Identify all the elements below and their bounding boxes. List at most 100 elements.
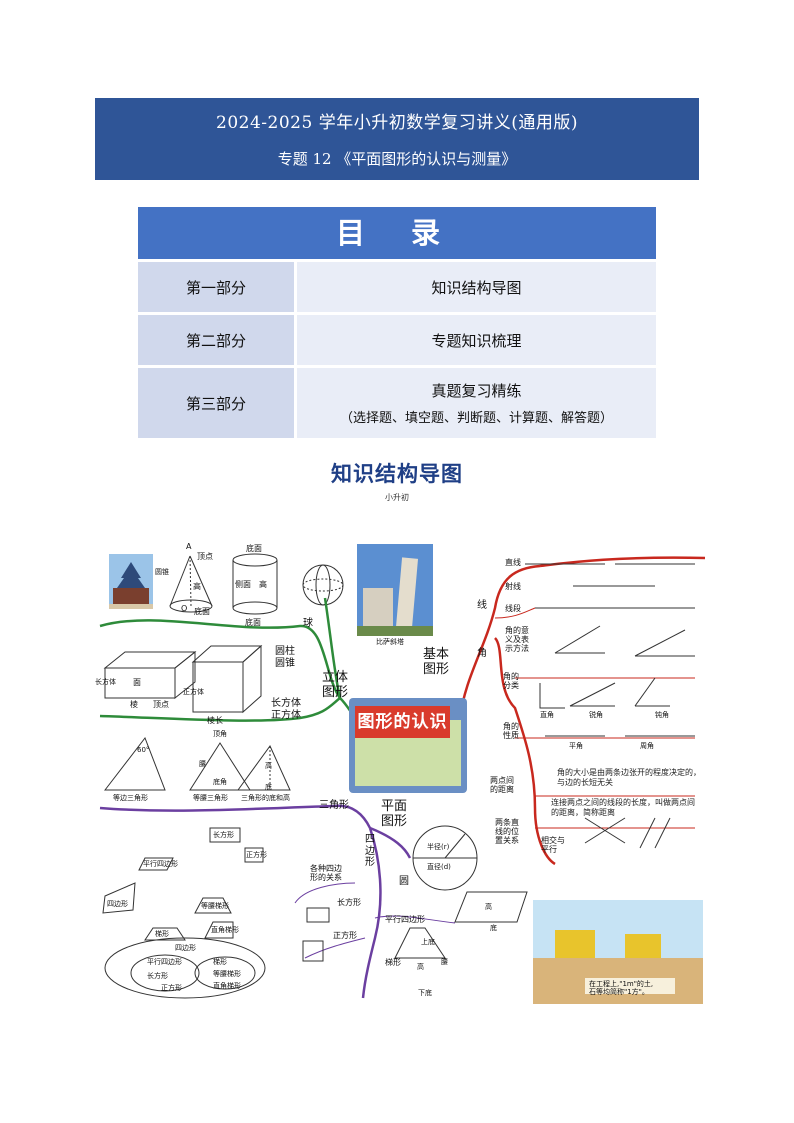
label-square: 正方形 [333, 931, 357, 940]
tri-base-angle: 底角 [213, 778, 227, 786]
rel-right-trap: 直角梯形 [211, 926, 239, 934]
quad-shapes [302, 891, 528, 962]
cone-a: A [186, 542, 192, 551]
cube-name: 正方体 [183, 688, 204, 696]
section-logo: 知识结构导图 小升初 [328, 458, 466, 506]
cuboid-name: 长方体 [95, 678, 116, 686]
table-of-contents: 目 录 第一部分 知识结构导图 第二部分 专题知识梳理 第三部分 真题复习精练 … [138, 207, 656, 438]
label-position: 两条直 线的位 置关系 [495, 818, 519, 846]
angle-figures [539, 625, 695, 849]
position-item: 相交与 平行 [541, 836, 565, 855]
venn-inner: 平行四边形 [147, 958, 182, 966]
trap-bottom: 下底 [418, 989, 432, 997]
toc-heading: 目 录 [138, 207, 656, 259]
toc-row: 第二部分 专题知识梳理 [138, 315, 656, 365]
rel-quad: 四边形 [107, 900, 128, 908]
cuboid-figure [103, 650, 197, 700]
cartoon-picture [533, 900, 703, 1004]
venn-item: 等腰梯形 [213, 970, 241, 978]
label-distance: 两点间 的距离 [490, 776, 514, 795]
plane-sub-lines [294, 882, 456, 959]
angle-type: 平角 [569, 742, 583, 750]
trap-top: 上底 [421, 938, 435, 946]
label-circle: 圆 [399, 876, 409, 887]
line-item: 射线 [505, 582, 521, 591]
label-trapezoid: 梯形 [385, 958, 401, 967]
temple-photo [109, 554, 153, 609]
circle-figure [412, 825, 478, 891]
basic-sub-lines [494, 607, 695, 829]
cone-height: 高 [193, 582, 201, 591]
cuboid-edge: 棱 [130, 700, 138, 709]
rel-iso-trap: 等腰梯形 [201, 902, 229, 910]
document-subtitle: 专题 12 《平面图形的认识与测量》 [277, 150, 517, 168]
logo-title: 知识结构导图 [331, 462, 463, 486]
toc-content: 真题复习精练 （选择题、填空题、判断题、计算题、解答题） [297, 368, 656, 438]
line-figures [525, 563, 695, 609]
label-cuboid-cube: 长方体 正方体 [271, 698, 301, 721]
tri-type: 等腰三角形 [193, 794, 228, 802]
rel-para: 平行四边形 [143, 860, 178, 868]
branch-basic-text: 基本 图形 [423, 647, 450, 677]
triangle-figures [103, 736, 291, 791]
label-angle: 角 [477, 648, 487, 659]
para-height: 高 [485, 903, 492, 911]
label-rect: 长方形 [337, 898, 361, 907]
toc-part: 第一部分 [138, 262, 294, 312]
tower-photo [357, 544, 433, 636]
cylinder-base: 底面 [245, 618, 261, 627]
angle-item: 角的 性质 [503, 722, 519, 741]
tri-vertex: 顶角 [213, 730, 227, 738]
tri-degree: 60° [137, 746, 150, 754]
toc-content-text: 真题复习精练 [431, 382, 522, 400]
angle-type: 直角 [540, 711, 554, 719]
label-cylinder-cone: 圆柱 圆锥 [275, 646, 295, 669]
toc-content-text: 专题知识梳理 [431, 331, 522, 350]
sphere-figure [302, 564, 344, 606]
photo-caption: 比萨斜塔 [376, 638, 404, 646]
angle-item: 角的意 义及表 示方法 [505, 626, 529, 654]
toc-content-text: 知识结构导图 [431, 278, 522, 297]
cone-vertex: 顶点 [197, 552, 213, 561]
temple-label: 圆锥 [155, 568, 169, 576]
rel-trap: 梯形 [155, 930, 169, 938]
angle-item: 角的 分类 [503, 672, 519, 691]
cuboid-face: 面 [133, 678, 141, 687]
branch-plane-text: 平面 图形 [381, 799, 408, 829]
center-topic: 图形的认识 [355, 706, 450, 738]
venn-item: 长方形 [147, 972, 168, 980]
para-base: 底 [490, 924, 497, 932]
basic-branch-lines [458, 556, 706, 866]
plane-branch-lines [99, 804, 412, 999]
mind-map: 图形的认识 立体 图形 基本 图形 平面 图形 圆柱 圆锥 长方体 正方体 球 … [95, 538, 710, 1008]
cube-figure [191, 644, 263, 714]
label-triangle: 三角形 [319, 800, 349, 811]
rel-rect: 长方形 [213, 831, 234, 839]
cuboid-vertex: 顶点 [153, 700, 169, 709]
rel-square: 正方形 [246, 851, 267, 859]
branch-solid: 立体 图形 [322, 670, 349, 701]
toc-content-subtext: （选择题、填空题、判断题、计算题、解答题） [339, 411, 613, 426]
circle-radius: 半径(r) [427, 843, 450, 851]
tri-height: 高 [265, 762, 272, 770]
cone-base: 底面 [194, 607, 210, 616]
cube-edge: 棱长 [207, 716, 223, 725]
cylinder-height: 高 [259, 580, 267, 589]
center-topic-card: 图形的认识 [349, 698, 467, 793]
tri-type: 等边三角形 [113, 794, 148, 802]
tri-type: 三角形的底和高 [241, 794, 290, 802]
cylinder-figure [232, 553, 278, 615]
venn-inner: 梯形 [213, 958, 227, 966]
branch-solid-text: 立体 图形 [322, 670, 349, 700]
logo-tagline: 小升初 [385, 493, 409, 502]
circle-diameter: 直径(d) [427, 863, 451, 871]
cartoon-caption: 在工程上,"1m"的土, 石等均简称"1方"。 [589, 980, 654, 997]
cylinder-side: 侧面 [235, 580, 251, 589]
venn-item: 直角梯形 [213, 982, 241, 990]
tri-waist: 腰 [199, 760, 206, 768]
angle-note: 角的大小是由两条边张开的程度决定的，与边的长短无关 [557, 768, 701, 787]
branch-plane: 平面 图形 [381, 799, 408, 830]
angle-type: 锐角 [589, 711, 603, 719]
angle-type: 周角 [640, 742, 654, 750]
cone-figure [169, 555, 213, 613]
